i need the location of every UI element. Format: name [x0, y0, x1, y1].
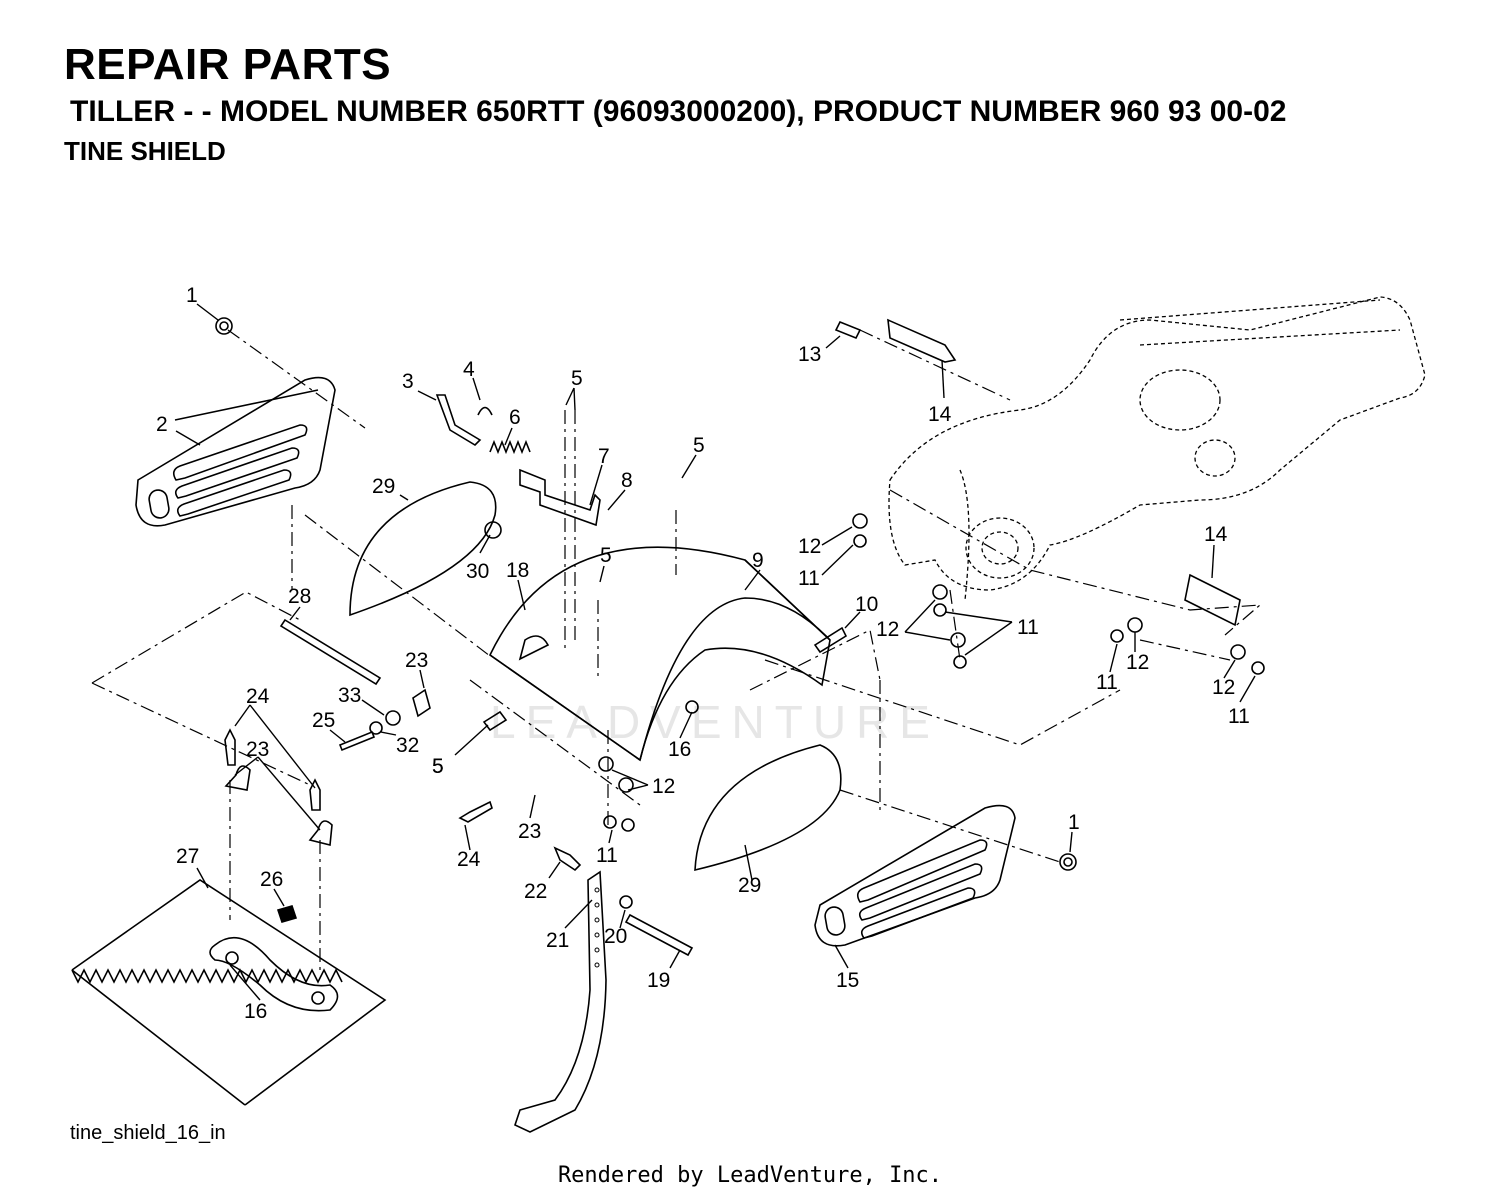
footer-credit: Rendered by LeadVenture, Inc.	[557, 1163, 943, 1188]
callout-4: 4	[463, 358, 475, 381]
callout-23-a: 23	[405, 649, 428, 672]
callout-5-a: 5	[571, 367, 583, 390]
section-title: TINE SHIELD	[64, 136, 226, 166]
callout-27: 27	[176, 845, 199, 868]
side-plate-left	[349, 481, 497, 617]
callout-labels: 1 2 3 4 5 5 6 7 8 5 5 29 30 18 9 10 12 1…	[156, 284, 1250, 1023]
callout-13: 13	[798, 343, 821, 366]
callout-16-a: 16	[668, 738, 691, 761]
callout-22: 22	[524, 880, 547, 903]
callout-28: 28	[288, 585, 311, 608]
callout-5-c: 5	[600, 544, 612, 567]
callout-9: 9	[752, 549, 764, 572]
callout-6: 6	[509, 406, 521, 429]
callout-15: 15	[836, 969, 859, 992]
callout-5-d: 5	[432, 755, 444, 778]
callout-5-e: 5	[432, 755, 444, 778]
side-shield-right	[814, 804, 1016, 947]
callout-2: 2	[156, 413, 168, 436]
callout-24-a: 24	[246, 685, 270, 708]
callout-1-right: 1	[1068, 811, 1080, 834]
callout-11-d: 11	[1228, 705, 1250, 728]
callout-10: 10	[855, 593, 878, 616]
callout-11-e: 11	[596, 844, 618, 867]
callout-29-left: 29	[372, 475, 395, 498]
callout-32: 32	[396, 734, 419, 757]
callout-12-d: 12	[1212, 676, 1235, 699]
tiller-transmission-phantom	[888, 296, 1426, 601]
deflector-plate	[71, 879, 387, 1106]
callout-24-b: 24	[457, 848, 481, 871]
callout-18: 18	[506, 559, 529, 582]
fasteners	[215, 317, 1265, 1005]
spring	[489, 439, 531, 455]
callout-12-a: 12	[798, 535, 821, 558]
callout-14-right: 14	[1204, 523, 1228, 546]
callout-11-a: 11	[798, 567, 820, 590]
callout-7: 7	[598, 445, 610, 468]
callout-8: 8	[621, 469, 633, 492]
callout-25: 25	[312, 709, 335, 732]
callout-33: 33	[338, 684, 361, 707]
page-title: REPAIR PARTS	[64, 40, 392, 89]
tine-shield-hood	[488, 546, 831, 762]
pin-small	[338, 730, 376, 752]
pin	[624, 913, 694, 957]
side-plate-right	[694, 744, 842, 872]
callout-1-top: 1	[186, 284, 198, 307]
callout-29-right: 29	[738, 874, 761, 897]
callout-19: 19	[647, 969, 670, 992]
callout-16-b: 16	[244, 1000, 267, 1023]
page-subtitle: TILLER - - MODEL NUMBER 650RTT (96093000…	[70, 95, 1287, 128]
clip	[477, 406, 493, 416]
bracket	[519, 468, 601, 527]
diagram-filename: tine_shield_16_in	[70, 1122, 226, 1144]
callout-26: 26	[260, 868, 283, 891]
callout-12-c: 12	[1126, 651, 1149, 674]
callout-14-top: 14	[928, 403, 952, 426]
rod	[279, 618, 382, 686]
rod-3	[435, 394, 482, 447]
depth-bar	[514, 870, 607, 1133]
callout-21: 21	[546, 929, 569, 952]
callout-23-c: 23	[518, 820, 541, 843]
callout-5-b: 5	[693, 434, 705, 457]
callout-12-e: 12	[652, 775, 675, 798]
callout-23-b: 23	[246, 738, 269, 761]
callout-11-b: 11	[1017, 616, 1039, 639]
callout-3: 3	[402, 370, 414, 393]
callout-12-b: 12	[876, 618, 899, 641]
callout-30: 30	[466, 560, 489, 583]
callout-20: 20	[604, 925, 627, 948]
callout-11-c: 11	[1096, 671, 1118, 694]
watermark: LEADVENTURE	[490, 696, 940, 748]
side-shield-left	[135, 376, 336, 527]
